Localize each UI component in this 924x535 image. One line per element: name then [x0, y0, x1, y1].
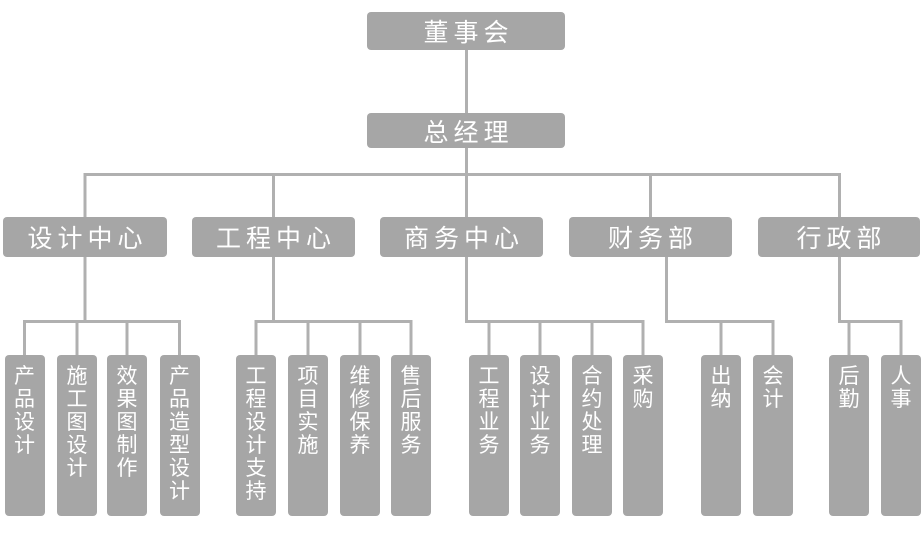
node-engineering-design-support-label: 工程设计支持 [245, 364, 267, 503]
node-general-manager: 总经理 [367, 113, 565, 148]
node-project-implementation-label: 项目实施 [297, 364, 319, 457]
node-design-center: 设计中心 [3, 217, 167, 257]
node-logistics: 后勤 [829, 355, 869, 516]
node-finance-department: 财务部 [569, 217, 732, 257]
node-product-modeling-design-label: 产品造型设计 [169, 364, 190, 503]
node-cashier: 出纳 [701, 355, 741, 516]
node-product-design: 产品设计 [4, 355, 45, 516]
node-accounting: 会计 [753, 355, 793, 516]
node-human-resources: 人事 [881, 355, 921, 516]
node-engineering-business: 工程业务 [469, 355, 509, 516]
node-product-modeling-design: 产品造型设计 [159, 355, 200, 516]
node-cashier-label: 出纳 [710, 364, 732, 411]
node-logistics-label: 后勤 [838, 364, 860, 411]
node-accounting-label: 会计 [762, 364, 784, 411]
node-board-of-directors: 董事会 [367, 12, 565, 50]
node-after-sales-service-label: 售后服务 [400, 364, 422, 457]
node-construction-drawing-design: 施工图设计 [57, 355, 97, 516]
node-administration-department: 行政部 [758, 217, 920, 257]
node-construction-drawing-design-label: 施工图设计 [66, 364, 88, 480]
node-after-sales-service: 售后服务 [391, 355, 431, 516]
node-contract-processing: 合约处理 [572, 355, 612, 516]
node-maintenance: 维修保养 [340, 355, 380, 516]
node-human-resources-label: 人事 [890, 364, 912, 411]
node-engineering-center: 工程中心 [192, 217, 355, 257]
node-procurement: 采购 [623, 355, 663, 516]
node-design-business: 设计业务 [520, 355, 560, 516]
node-business-center: 商务中心 [380, 217, 543, 257]
node-engineering-business-label: 工程业务 [478, 364, 500, 457]
node-maintenance-label: 维修保养 [349, 364, 371, 457]
node-rendering-production-label: 效果图制作 [116, 364, 138, 480]
node-project-implementation: 项目实施 [288, 355, 328, 516]
node-contract-processing-label: 合约处理 [581, 364, 603, 457]
node-procurement-label: 采购 [632, 364, 654, 411]
node-rendering-production: 效果图制作 [107, 355, 147, 516]
node-engineering-design-support: 工程设计支持 [236, 355, 276, 516]
node-design-business-label: 设计业务 [529, 364, 551, 457]
node-product-design-label: 产品设计 [14, 364, 35, 457]
